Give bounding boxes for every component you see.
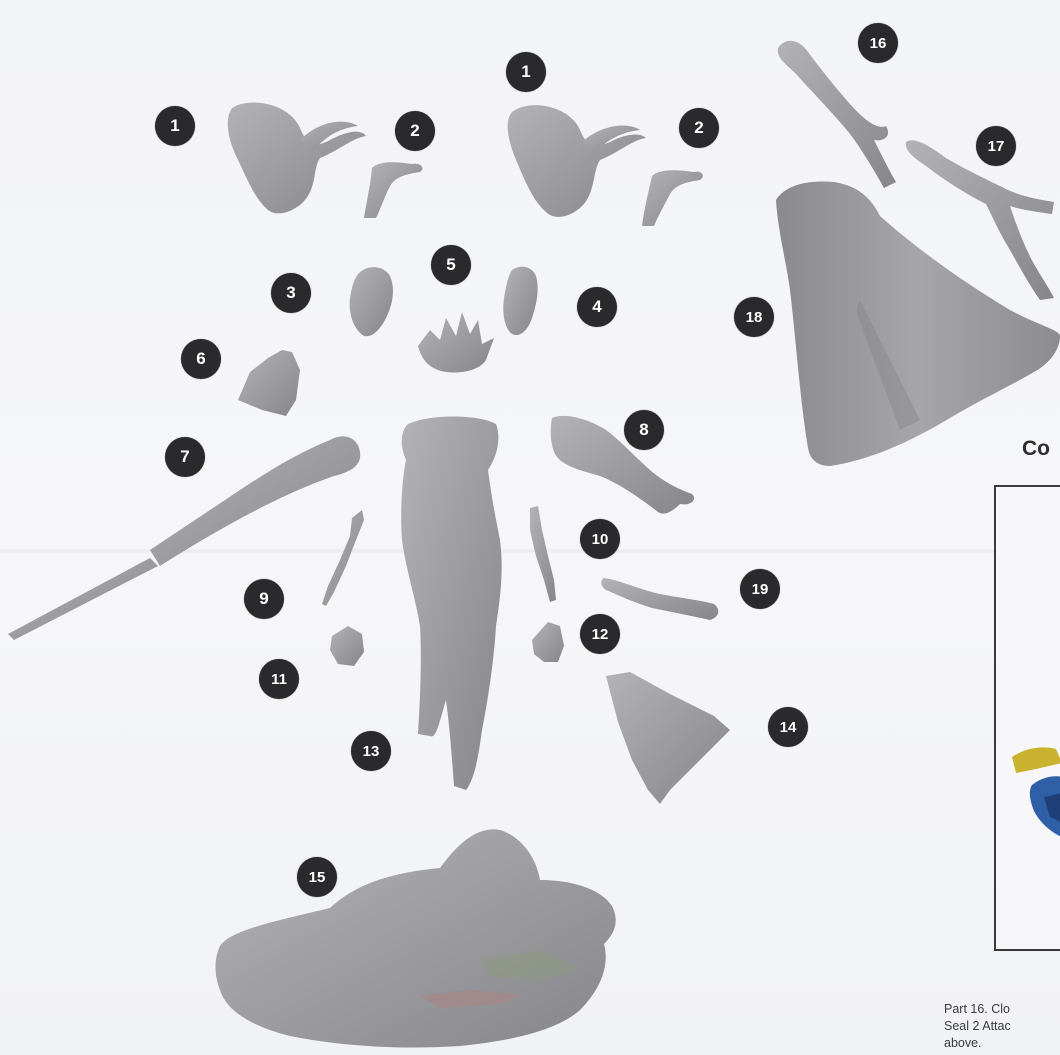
part-2-piece-right [642,170,703,226]
part-number-badge-12: 12 [580,614,620,654]
part-number-badge-10: 10 [580,519,620,559]
part-13-body [401,417,501,791]
part-number-badge-14: 14 [768,707,808,747]
part-number-badge-1: 1 [506,52,546,92]
part-number-badge-8: 8 [624,410,664,450]
part-3-head [350,267,393,336]
part-number-badge-7: 7 [165,437,205,477]
part-number-badge-2: 2 [395,111,435,151]
painted-figure-photo [996,487,1060,949]
caption-line: above. [944,1035,1060,1052]
part-1-hair-left [228,102,366,213]
part-19-piece [601,578,718,620]
part-number-badge-16: 16 [858,23,898,63]
part-number-badge-11: 11 [259,659,299,699]
part-12-piece [532,622,564,662]
part-8-arm [551,416,694,514]
part-number-badge-17: 17 [976,126,1016,166]
part-number-badge-15: 15 [297,857,337,897]
part-6-piece [238,350,300,416]
part-number-badge-3: 3 [271,273,311,313]
photo-yellow-cloak [1012,747,1060,773]
painted-figure-photo-frame [994,485,1060,951]
caption-line: Part 16. Clo [944,1001,1060,1018]
part-14-piece [606,672,730,804]
part-10-dagger [530,506,556,602]
photo-caption: Part 16. Clo Seal 2 Attac above. [944,1001,1060,1052]
part-number-badge-19: 19 [740,569,780,609]
part-number-badge-2: 2 [679,108,719,148]
part-number-badge-13: 13 [351,731,391,771]
section-heading: Co [1022,437,1050,461]
part-number-badge-9: 9 [244,579,284,619]
part-9-dagger [322,510,364,606]
part-number-badge-18: 18 [734,297,774,337]
part-number-badge-6: 6 [181,339,221,379]
part-number-badge-5: 5 [431,245,471,285]
part-4-head [503,267,537,335]
caption-line: Seal 2 Attac [944,1018,1060,1035]
part-5-crown [418,312,494,373]
part-11-piece [330,626,364,666]
part-1-hair-right [508,105,646,217]
part-number-badge-1: 1 [155,106,195,146]
part-2-piece-left [364,162,422,218]
part-15-base [216,829,616,1047]
part-18-cloak [776,182,1060,466]
part-number-badge-4: 4 [577,287,617,327]
